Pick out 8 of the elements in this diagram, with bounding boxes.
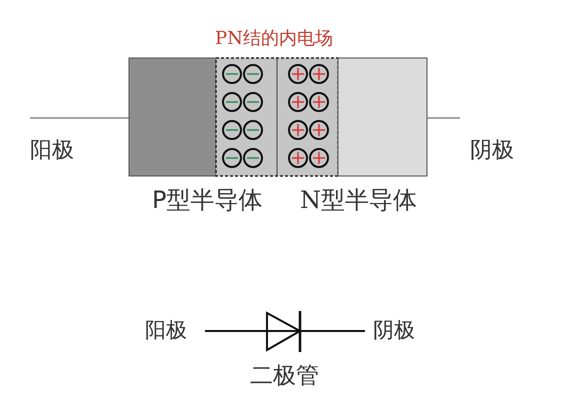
electrode-label: 阴极 [470,140,514,162]
electrode-label: 阳极 [145,320,187,341]
field-label: PN结的内电场 [215,30,333,48]
symbol-caption: 二极管 [250,365,319,388]
region-label: N型半导体 [300,188,417,212]
electrode-label: 阳极 [30,140,74,162]
electrode-label: 阴极 [373,320,415,341]
region-label: P型半导体 [152,188,262,212]
